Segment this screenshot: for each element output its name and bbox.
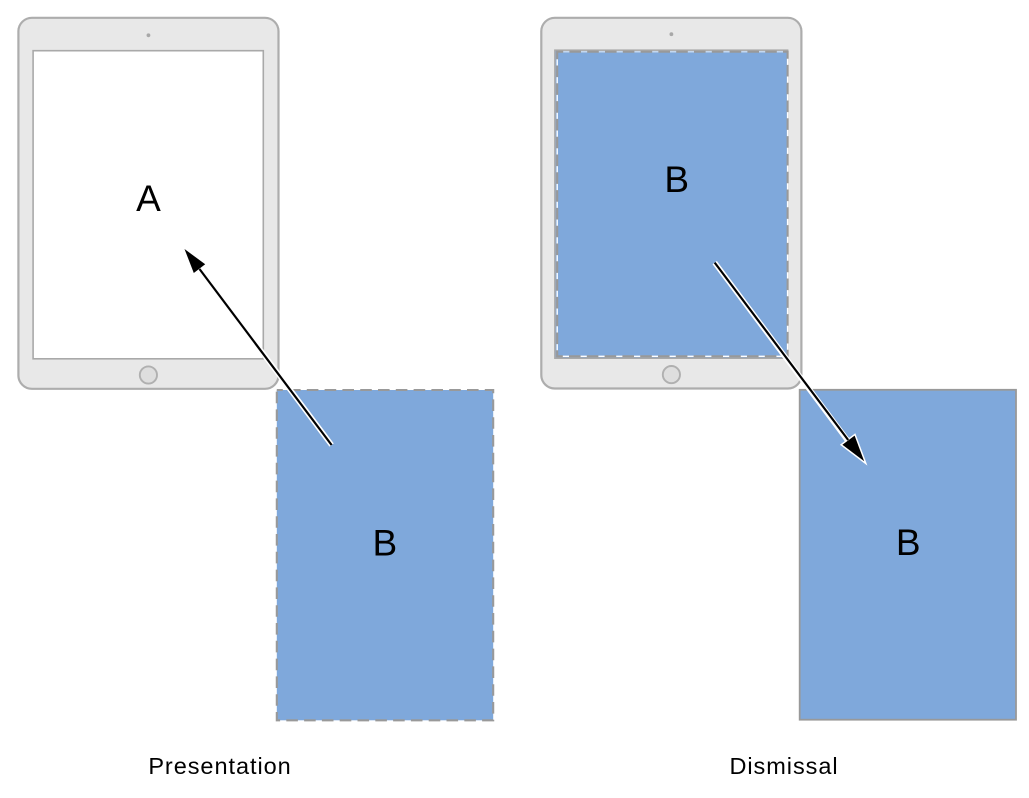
svg-text:A: A (136, 178, 161, 219)
svg-text:Dismissal: Dismissal (729, 753, 838, 779)
svg-text:Presentation: Presentation (148, 753, 291, 779)
svg-text:B: B (373, 523, 398, 564)
svg-text:B: B (664, 159, 689, 200)
svg-text:B: B (896, 522, 921, 563)
